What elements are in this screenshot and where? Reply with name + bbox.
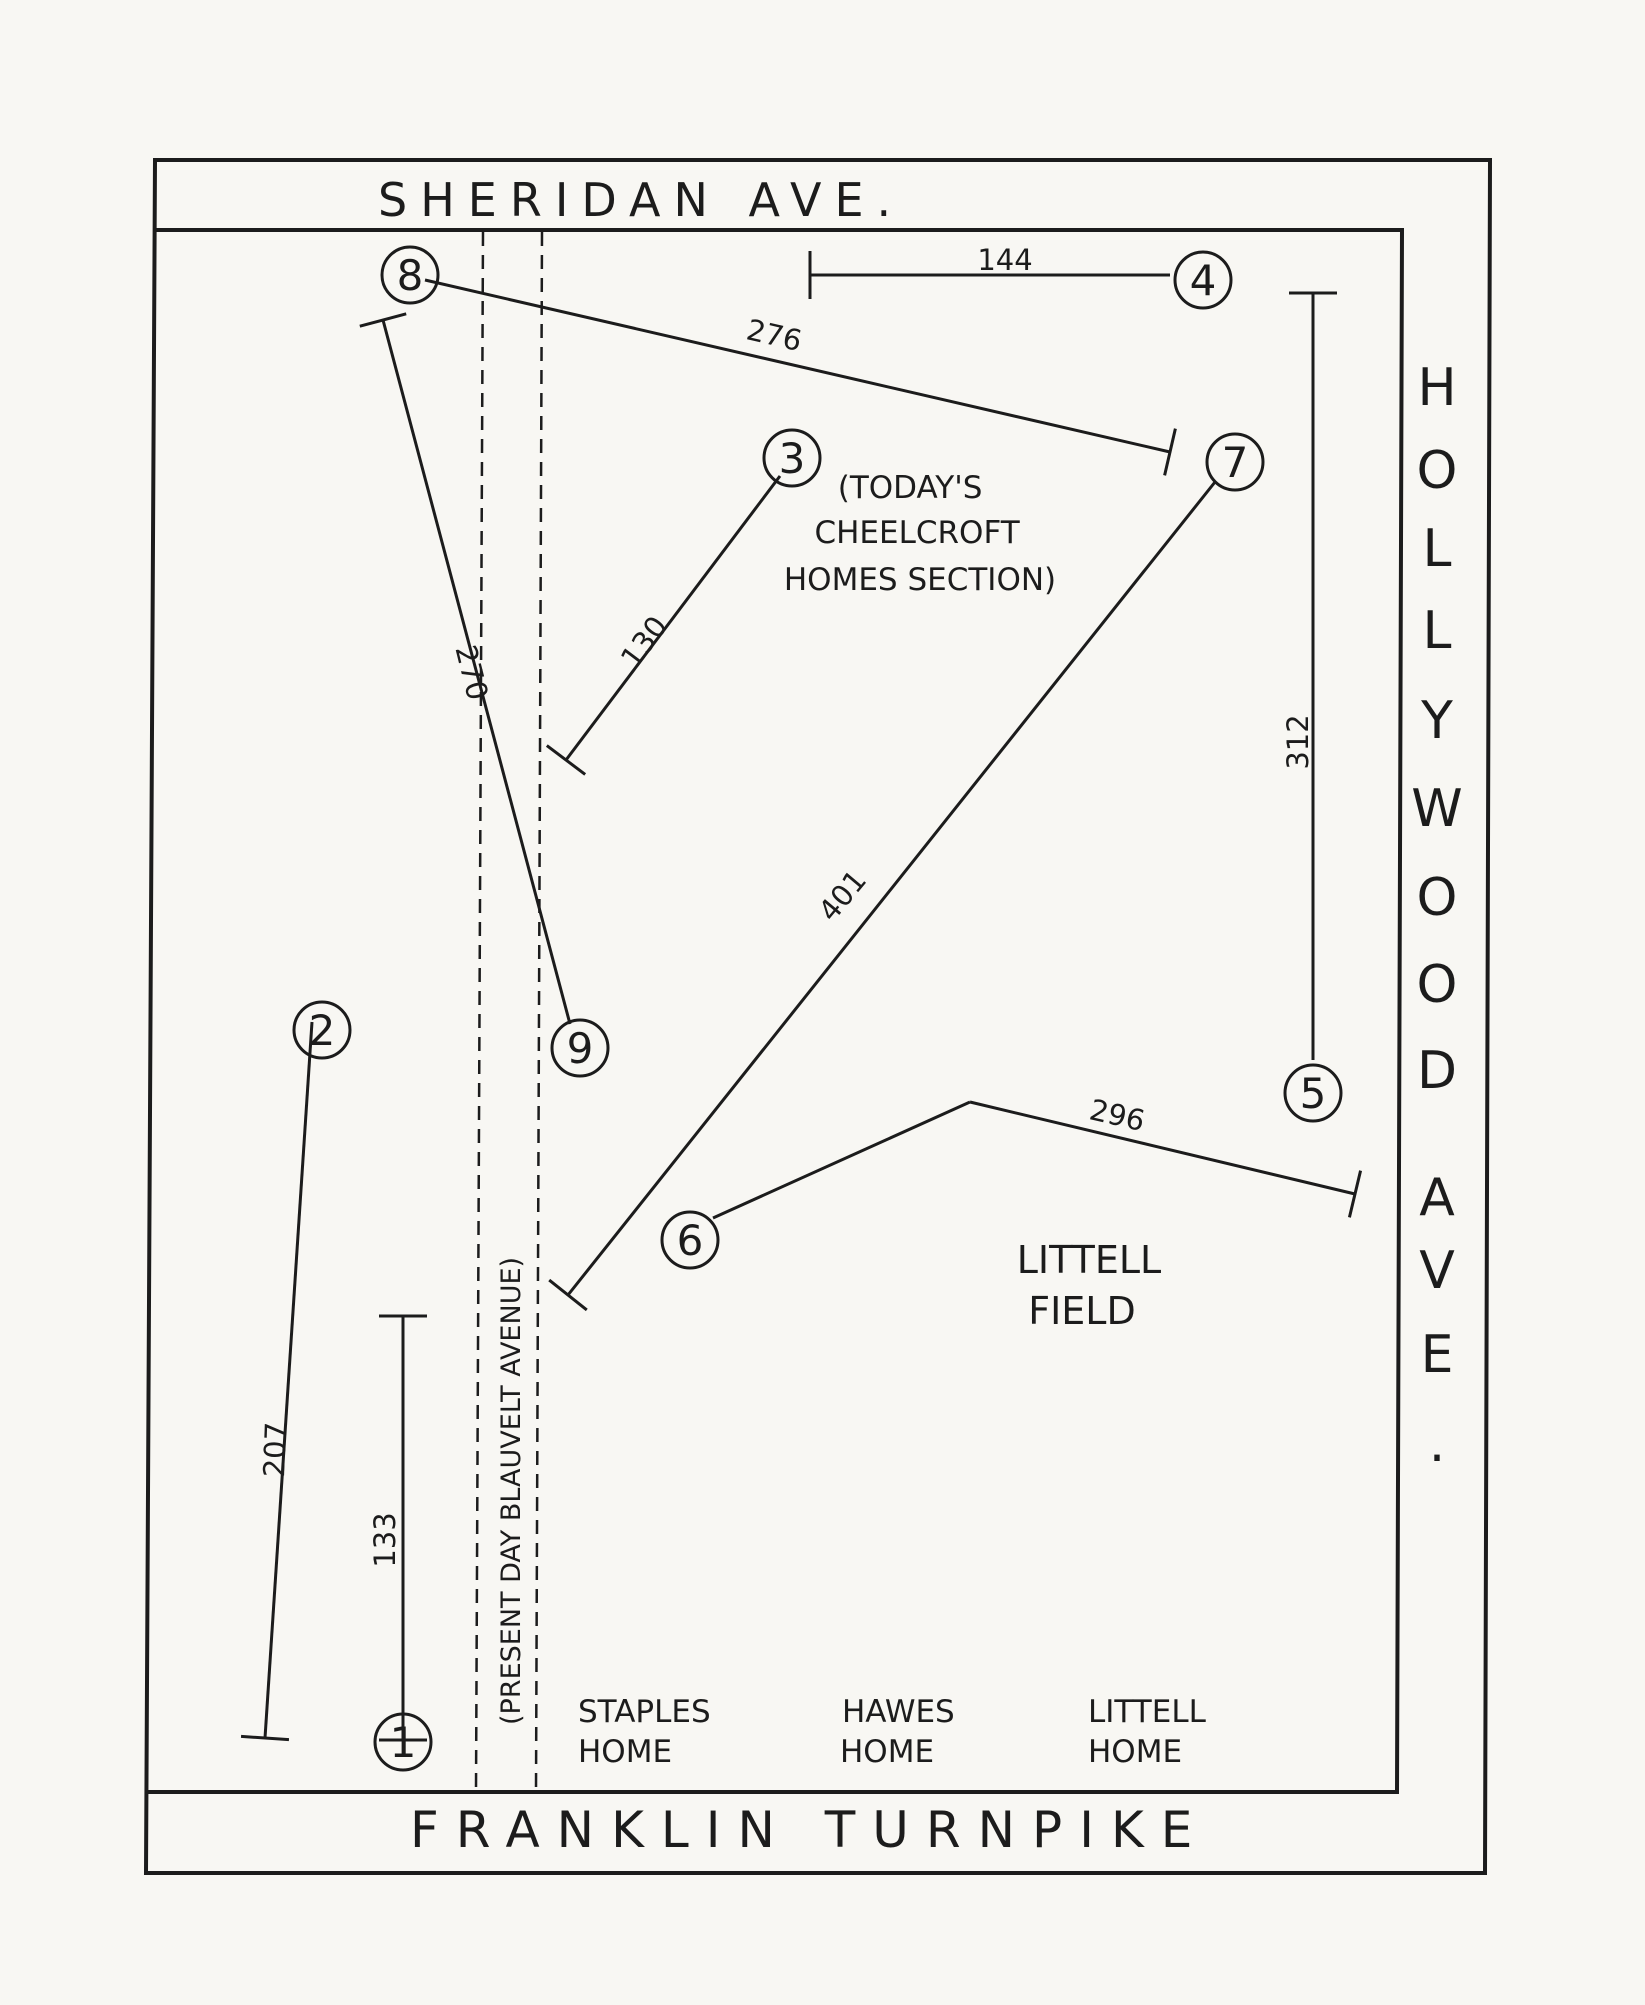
survey-lines xyxy=(240,251,1363,1742)
hollywood-letter: L xyxy=(1423,601,1452,661)
outer-boundary xyxy=(143,158,1493,1875)
marker-4: 4 xyxy=(1173,250,1233,310)
distance-label: 401 xyxy=(812,863,874,927)
survey-tick xyxy=(1347,1170,1363,1218)
survey-line-296a xyxy=(712,1100,971,1220)
distance-label: 276 xyxy=(743,312,805,358)
area-label-littell-field: LITTELL FIELD xyxy=(1017,1238,1174,1333)
distance-label: 133 xyxy=(368,1512,402,1567)
marker-number: 1 xyxy=(390,1718,417,1767)
marker-number: 8 xyxy=(397,251,424,300)
street-name-franklin: FRANKLIN TURNPIKE xyxy=(410,1801,1209,1859)
survey-line-296b xyxy=(969,1100,1356,1196)
survey-tick xyxy=(240,1734,290,1742)
survey-tick xyxy=(545,744,587,776)
marker-6: 6 xyxy=(660,1210,720,1270)
marker-number: 5 xyxy=(1300,1069,1327,1118)
marker-3: 3 xyxy=(762,428,822,488)
marker-number: 6 xyxy=(677,1216,704,1265)
marker-circle xyxy=(380,245,440,305)
distance-label: 270 xyxy=(449,642,495,704)
area-label-cheelcroft: (TODAY'S CHEELCROFT HOMES SECTION) xyxy=(784,470,1056,598)
hawes-line-2: HOME xyxy=(840,1734,934,1770)
survey-line-270 xyxy=(381,319,572,1025)
hollywood-letter: Y xyxy=(1420,691,1453,751)
marker-number: 3 xyxy=(779,434,806,483)
dashed-road-right-edge xyxy=(534,231,544,1791)
marker-circle xyxy=(762,428,822,488)
home-label-hawes: HAWES HOME xyxy=(840,1694,965,1770)
hollywood-letter: V xyxy=(1419,1241,1455,1301)
marker-number: 2 xyxy=(309,1006,336,1055)
hollywood-letter: L xyxy=(1423,519,1452,579)
dashed-road-left-edge xyxy=(474,231,485,1791)
survey-tick xyxy=(548,1278,588,1312)
hollywood-letter: E xyxy=(1421,1325,1454,1385)
marker-5: 5 xyxy=(1283,1063,1343,1123)
survey-tick xyxy=(1163,428,1177,476)
survey-line-207 xyxy=(263,1021,314,1739)
staples-line-1: STAPLES xyxy=(578,1694,711,1730)
distance-label: 130 xyxy=(614,610,674,675)
marker-number: 7 xyxy=(1222,438,1249,487)
cheelcroft-line-1: (TODAY'S xyxy=(838,470,983,506)
street-name-sheridan: SHERIDAN AVE. xyxy=(378,173,904,227)
hollywood-letter: H xyxy=(1417,358,1456,418)
marker-number: 9 xyxy=(567,1024,594,1073)
littell-home-line-2: HOME xyxy=(1088,1734,1182,1770)
marker-circle xyxy=(550,1018,610,1078)
littell-field-line-1: LITTELL xyxy=(1017,1238,1162,1282)
inner-boundary xyxy=(146,228,1405,1794)
distance-label: 207 xyxy=(257,1421,293,1478)
hollywood-letter: O xyxy=(1417,868,1458,928)
cheelcroft-line-2: CHEELCROFT xyxy=(814,515,1020,551)
marker-circle xyxy=(660,1210,720,1270)
street-name-blauvelt: (PRESENT DAY BLAUVELT AVENUE) xyxy=(496,1257,527,1725)
home-label-staples: STAPLES HOME xyxy=(578,1694,721,1770)
hawes-line-1: HAWES xyxy=(842,1694,955,1730)
marker-circle xyxy=(1205,432,1265,492)
marker-circle xyxy=(373,1712,433,1772)
home-label-littell: LITTELL HOME xyxy=(1088,1694,1216,1770)
survey-line-130 xyxy=(564,475,782,761)
marker-1: 1 xyxy=(373,1712,433,1772)
hollywood-letter: . xyxy=(1429,1414,1446,1474)
marker-number: 4 xyxy=(1190,256,1217,305)
cheelcroft-line-3: HOMES SECTION) xyxy=(784,562,1056,598)
marker-circle xyxy=(1173,250,1233,310)
hollywood-letter: W xyxy=(1411,779,1462,839)
survey-line-276 xyxy=(424,278,1171,454)
littell-home-line-1: LITTELL xyxy=(1088,1694,1207,1730)
survey-tick xyxy=(359,312,407,328)
hollywood-letter: O xyxy=(1417,441,1458,501)
littell-field-line-2: FIELD xyxy=(1028,1289,1136,1333)
marker-circle xyxy=(292,1000,352,1060)
distance-label: 312 xyxy=(1281,714,1315,769)
hollywood-letter: D xyxy=(1417,1041,1457,1101)
marker-7: 7 xyxy=(1205,432,1265,492)
hollywood-letter: O xyxy=(1417,955,1458,1015)
numbered-markers: 1 2 3 4 5 6 7 8 9 xyxy=(292,245,1343,1772)
marker-circle xyxy=(1283,1063,1343,1123)
hollywood-letter: A xyxy=(1419,1168,1455,1228)
distance-label: 144 xyxy=(977,243,1032,277)
staples-line-2: HOME xyxy=(578,1734,672,1770)
marker-9: 9 xyxy=(550,1018,610,1078)
marker-8: 8 xyxy=(380,245,440,305)
marker-2: 2 xyxy=(292,1000,352,1060)
survey-line-401 xyxy=(566,481,1217,1296)
